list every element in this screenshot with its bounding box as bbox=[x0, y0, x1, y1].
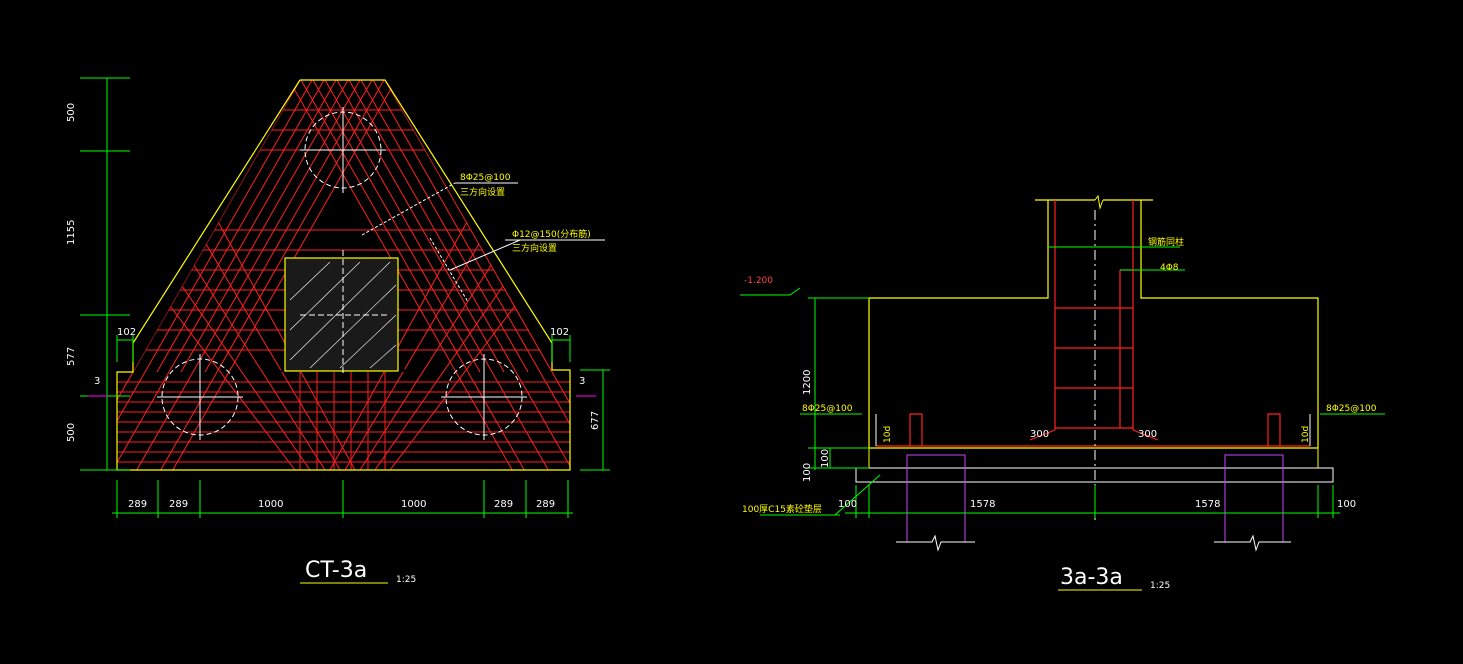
column-hatch bbox=[289, 261, 397, 369]
section-mark-right: 3 bbox=[579, 376, 585, 387]
dim-right-677: 677 bbox=[590, 411, 601, 430]
right-scale: 1:25 bbox=[1150, 581, 1170, 591]
rebar-right: 8Φ25@100 bbox=[1326, 404, 1377, 414]
footing-outline bbox=[868, 199, 1319, 449]
piles-section bbox=[906, 454, 1284, 542]
right-title: 3a-3a bbox=[1060, 565, 1123, 590]
dim-102 bbox=[116, 335, 571, 362]
dim-b-4: 1000 bbox=[401, 499, 426, 510]
dim-300-left: 300 bbox=[1030, 429, 1049, 440]
dim-right bbox=[580, 369, 610, 471]
elevation: -1.200 bbox=[744, 276, 773, 286]
dim-102-right: 102 bbox=[550, 327, 569, 338]
cushion-note: 100厚C15素砼垫层 bbox=[742, 503, 822, 515]
dim-b-5: 289 bbox=[494, 499, 513, 510]
note-leaders bbox=[361, 182, 605, 303]
dim-v-2: 1155 bbox=[66, 220, 77, 245]
ct3a-plan-view: 8Φ25@100 三方向设置 Φ12@150(分布筋) 三方向设置 500 11… bbox=[66, 77, 610, 585]
note-stirrup: 4Φ8 bbox=[1160, 263, 1179, 273]
dim-pad2: 100 bbox=[802, 463, 813, 482]
dim-r-3: 1578 bbox=[1195, 499, 1220, 510]
dim-102-left: 102 bbox=[117, 327, 136, 338]
column-rebar bbox=[876, 200, 1310, 447]
anchor-left: 10d bbox=[883, 426, 893, 443]
dim-b-3: 1000 bbox=[258, 499, 283, 510]
dim-b-1: 289 bbox=[128, 499, 147, 510]
dim-v-4: 500 bbox=[66, 423, 77, 442]
note-column: 钢筋同柱 bbox=[1148, 236, 1184, 248]
rebar-mesh bbox=[117, 80, 570, 470]
dim-300-right: 300 bbox=[1138, 429, 1157, 440]
dim-r-2: 1578 bbox=[970, 499, 995, 510]
left-title: CT-3a bbox=[305, 558, 367, 583]
rebar-note-2b: 三方向设置 bbox=[512, 242, 557, 254]
dim-v-1: 500 bbox=[66, 103, 77, 122]
dim-r-4: 100 bbox=[1337, 499, 1356, 510]
section-3a-view: -1.200 钢筋同柱 4Φ8 8Φ25@100 8Φ25@100 10d 10… bbox=[740, 194, 1385, 591]
dim-b-2: 289 bbox=[169, 499, 188, 510]
pile-breaks bbox=[896, 534, 1291, 552]
anchor-right: 10d bbox=[1301, 426, 1311, 443]
rebar-note-1: 8Φ25@100 bbox=[460, 173, 511, 183]
dim-height: 1200 bbox=[802, 370, 813, 395]
cap-outline bbox=[116, 79, 571, 471]
dim-pad: 100 bbox=[820, 449, 831, 468]
pile-crosshairs bbox=[157, 107, 527, 440]
dim-bottom-chain bbox=[112, 480, 573, 518]
dim-r-1: 100 bbox=[838, 499, 857, 510]
dim-v-3: 577 bbox=[66, 347, 77, 366]
dim-b-6: 289 bbox=[536, 499, 555, 510]
section-mark-left: 3 bbox=[94, 376, 100, 387]
dim-lines-right bbox=[740, 246, 1385, 518]
left-scale: 1:25 bbox=[396, 575, 416, 585]
cushion-layer bbox=[855, 467, 1334, 483]
rebar-note-2: Φ12@150(分布筋) bbox=[512, 228, 591, 240]
rebar-left: 8Φ25@100 bbox=[802, 404, 853, 414]
rebar-note-1b: 三方向设置 bbox=[460, 186, 505, 198]
